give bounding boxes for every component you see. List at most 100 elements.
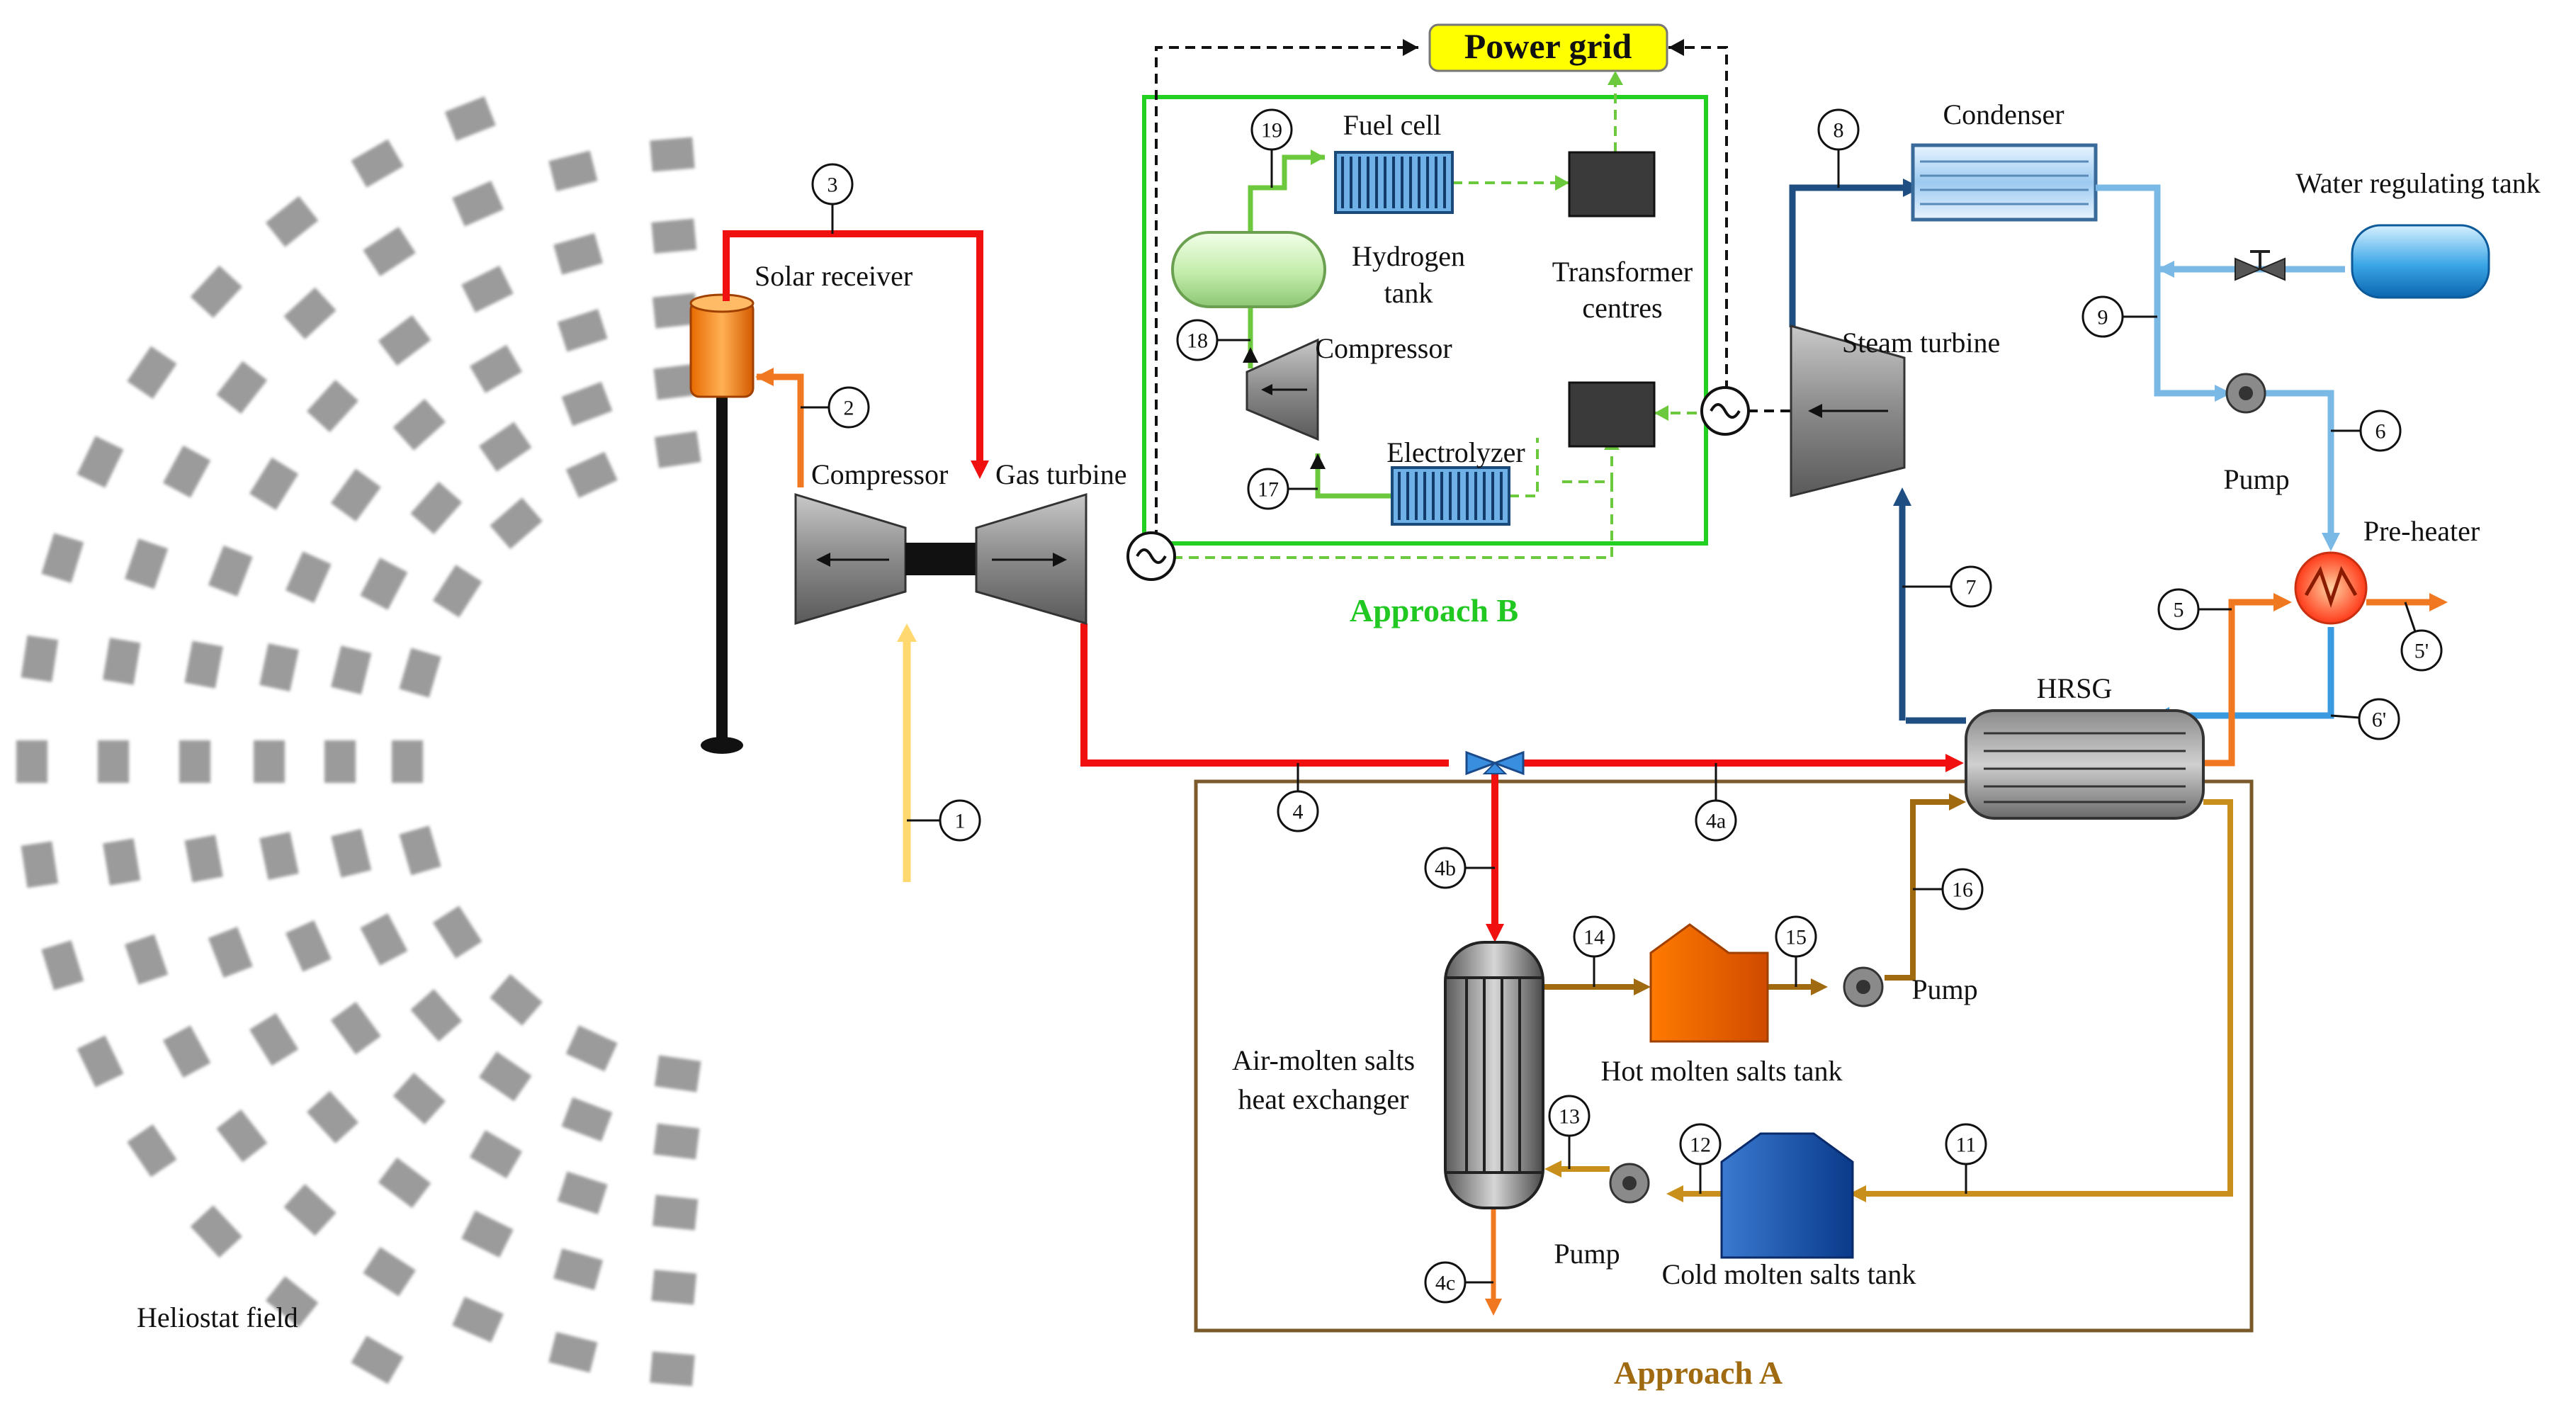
- transformer-box-top: [1568, 151, 1656, 218]
- heliostat-mirror: [184, 835, 223, 883]
- pre-heater: [2294, 551, 2368, 625]
- state-marker-s4b: 4b: [1435, 857, 1456, 881]
- heliostat-mirror: [565, 451, 618, 498]
- power-grid-label: Power grid: [1464, 26, 1632, 66]
- hrsg: [1965, 709, 2205, 820]
- pump-cold-label: Pump: [1554, 1238, 1620, 1270]
- tower-base: [701, 737, 743, 754]
- heliostat-mirror: [654, 1055, 701, 1092]
- heliostat-mirror: [190, 1205, 242, 1258]
- st-arrowhead: [1808, 404, 1822, 418]
- state-marker-circle: [1250, 108, 1293, 151]
- pump-hot-hub: [1856, 980, 1870, 994]
- heliostat-mirror: [470, 344, 522, 393]
- cold-tank-label: Cold molten salts tank: [1662, 1258, 1916, 1290]
- arrow-receiver-in: [755, 368, 774, 386]
- transformer-label-2: centres: [1582, 292, 1662, 324]
- heliostat-mirror: [259, 643, 299, 691]
- heliostat-mirror: [351, 1335, 404, 1384]
- heliostat-mirror: [286, 920, 332, 972]
- pipe-state-8: [1789, 184, 1904, 327]
- state-marker-circle: [1945, 1123, 1987, 1165]
- steam-turbine-label: Steam turbine: [1842, 327, 2000, 358]
- heliostat-mirror: [490, 497, 543, 549]
- state-marker-circle: [1277, 790, 1319, 832]
- heliostat-mirror: [653, 1123, 700, 1160]
- heliostat-mirror: [283, 287, 337, 339]
- state-marker-circle: [2359, 410, 2402, 452]
- heliostat-mirror: [392, 740, 423, 783]
- arrow-preheater-in: [2322, 533, 2340, 551]
- state-marker-s17: 17: [1258, 478, 1279, 502]
- heliostat-mirror: [363, 1247, 416, 1297]
- heliostat-mirror: [548, 150, 598, 192]
- pipe-state-4: [1080, 623, 1449, 767]
- heliostat-mirror: [103, 838, 141, 886]
- heliostat-mirror: [98, 740, 129, 783]
- arrow-makeup: [2157, 261, 2174, 278]
- heliostat-mirror: [41, 940, 84, 990]
- heliostat-mirror: [360, 558, 408, 610]
- heliostat-mirror: [548, 1331, 598, 1373]
- heliostat-mirror: [331, 645, 372, 695]
- preheater-label: Pre-heater: [2363, 515, 2480, 547]
- approach-b-box: [1142, 95, 1708, 546]
- pipe-state-11: [1860, 799, 2233, 1197]
- arrow-to-grid-right: [1668, 39, 1684, 56]
- transformer-label-1: Transformer: [1552, 256, 1693, 288]
- heliostat-mirror: [21, 841, 59, 888]
- heliostat-mirror: [125, 934, 169, 985]
- state-marker-circle: [2400, 629, 2443, 672]
- state-marker-circle: [1817, 108, 1860, 151]
- heliostat-mirror: [392, 1073, 446, 1125]
- water-regulating-tank: [2351, 224, 2490, 299]
- heliostat-mirror: [360, 913, 408, 966]
- hx-label-1: Air-molten salts: [1232, 1044, 1415, 1076]
- pump-hot-label: Pump: [1911, 973, 1977, 1005]
- state-marker-s2: 2: [844, 397, 854, 420]
- solar-receiver-top: [689, 293, 755, 313]
- solar-receiver: [689, 300, 755, 398]
- arrow-cold-tank-in: [1849, 1185, 1866, 1202]
- arrow-st-in: [1893, 487, 1911, 506]
- gas-turbine-label: Gas turbine: [995, 458, 1127, 490]
- heliostat-mirror: [561, 1097, 613, 1142]
- state-marker-s19: 19: [1261, 119, 1282, 142]
- heliostat-mirror: [561, 381, 613, 427]
- heliostat-mirror: [21, 635, 59, 682]
- generator-gt-wave: [1136, 548, 1167, 564]
- heliostat-mirror: [392, 398, 446, 451]
- hrsg-label: HRSG: [2037, 672, 2113, 704]
- state-marker-s6: 6: [2376, 420, 2386, 444]
- state-marker-circle: [1941, 868, 1984, 910]
- arrow-hrsg-salt-in: [1949, 793, 1966, 811]
- heliostat-mirror: [190, 265, 242, 318]
- approach-a-label: Approach A: [1614, 1355, 1783, 1391]
- heliostat-mirror: [651, 1270, 697, 1305]
- state-marker-s1: 1: [955, 810, 966, 833]
- heliostat-mirror: [125, 538, 169, 589]
- hydrogen-tank-label-1: Hydrogen: [1352, 240, 1465, 272]
- heliostat-mirror: [331, 828, 372, 878]
- hot-molten-salts-tank: [1649, 923, 1769, 1043]
- arrow-to-transformer: [1555, 175, 1569, 191]
- heliostat-mirror: [208, 927, 253, 978]
- approach-b-label: Approach B: [1350, 592, 1518, 628]
- valve-bottom: [1482, 762, 1508, 774]
- heliostat-mirror: [378, 315, 431, 366]
- power-grid-box: [1428, 23, 1668, 72]
- heliostat-mirror: [653, 363, 700, 400]
- pipe-state-6: [2264, 390, 2334, 535]
- heliostat-mirror: [553, 1248, 603, 1290]
- state-marker-s9: 9: [2098, 306, 2108, 329]
- cold-molten-salts-tank: [1720, 1132, 1854, 1259]
- state-marker-circle: [1950, 565, 1992, 608]
- hx-label-2: heat exchanger: [1238, 1083, 1409, 1115]
- pipe-state-9: [2096, 184, 2228, 397]
- state-marker-circle: [1548, 1095, 1591, 1137]
- solar-receiver-label: Solar receiver: [755, 260, 913, 292]
- heliostat-mirror: [306, 380, 358, 433]
- state-marker-s6p: 6': [2372, 708, 2386, 732]
- arrow-to-grid-left: [1403, 39, 1418, 56]
- state-marker-circle: [1247, 468, 1289, 510]
